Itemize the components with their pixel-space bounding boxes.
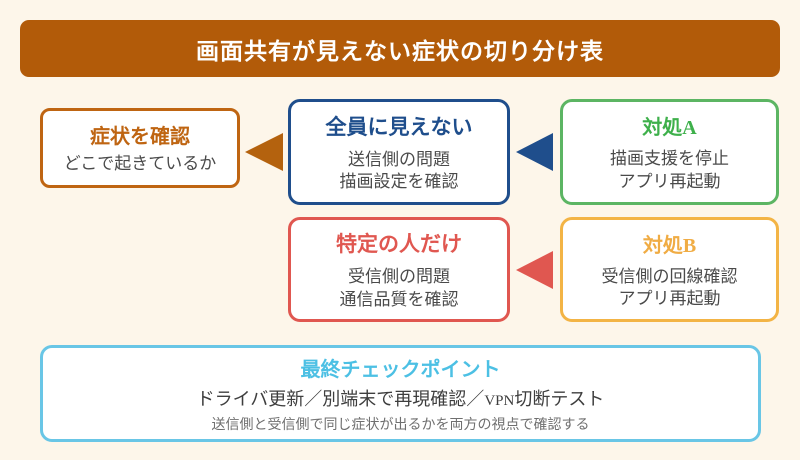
all-users-line-2: 描画設定を確認: [339, 172, 459, 191]
fix-b-box: 対処B 受信側の回線確認 アプリ再起動: [560, 217, 779, 322]
final-check-box-title: 最終チェックポイント: [300, 359, 501, 382]
fix-b-title-prefix: 対処: [642, 234, 683, 257]
fix-a-box: 対処A 描画支援を停止 アプリ再起動: [560, 99, 779, 205]
fix-a-title-letter: A: [682, 117, 697, 140]
final-check-line-1: ドライバ更新／別端末で再現確認／VPN切断テスト: [197, 388, 605, 411]
symptom-box-body: どこで起きているか: [63, 154, 217, 174]
specific-users-line-1: 受信側の問題: [348, 267, 450, 287]
fix-a-box-title: 対処A: [642, 111, 696, 140]
final-check-line1-part3: 切断テスト: [514, 389, 605, 410]
arrow-fix-a-to-all-users-icon: [516, 133, 553, 171]
symptom-box-title: 症状を確認: [90, 126, 190, 149]
page-title: 画面共有が見えない症状の切り分け表: [20, 20, 780, 77]
specific-users-box: 特定の人だけ 受信側の問題 通信品質を確認: [288, 217, 510, 322]
arrow-all-users-to-symptom-icon: [245, 133, 283, 171]
all-users-box-title: 全員に見えない: [325, 115, 473, 139]
all-users-box-body: 送信側の問題 描画設定を確認: [340, 149, 459, 194]
symptom-box: 症状を確認 どこで起きているか: [40, 108, 240, 188]
specific-users-line-2: 通信品質を確認: [339, 289, 459, 309]
fix-a-title-prefix: 対処: [642, 117, 683, 140]
fix-b-title-letter: B: [682, 234, 697, 257]
fix-a-line-1: 描画支援を停止: [610, 149, 729, 169]
fix-b-line-1: 受信側の回線確認: [601, 266, 738, 286]
fix-a-box-body: 描画支援を停止 アプリ再起動: [610, 148, 729, 193]
specific-users-box-title: 特定の人だけ: [336, 233, 462, 257]
final-check-line1-part1: ドライバ更新／別端末で再現確認／: [196, 389, 485, 410]
final-check-line-2: 送信側と受信側で同じ症状が出るかを両方の視点で確認する: [211, 415, 590, 432]
fix-a-line-2: アプリ再起動: [618, 171, 721, 191]
all-users-box: 全員に見えない 送信側の問題 描画設定を確認: [288, 99, 510, 205]
final-check-line1-vpn: VPN: [484, 393, 515, 410]
fix-b-box-title: 対処B: [643, 229, 696, 258]
fix-b-line-2: アプリ再起動: [618, 289, 721, 308]
arrow-fix-b-to-specific-users-icon: [516, 251, 553, 289]
all-users-line-1: 送信側の問題: [348, 149, 450, 169]
fix-b-box-body: 受信側の回線確認 アプリ再起動: [602, 266, 738, 311]
specific-users-box-body: 受信側の問題 通信品質を確認: [340, 266, 459, 311]
final-check-box: 最終チェックポイント ドライバ更新／別端末で再現確認／VPN切断テスト 送信側と…: [40, 345, 761, 442]
